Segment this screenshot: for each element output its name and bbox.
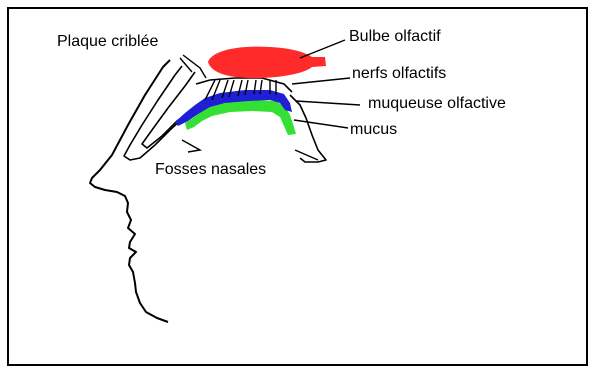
nasal-cavity-right-outline <box>290 95 326 162</box>
label-bulbe-olfactif: Bulbe olfactif <box>349 28 441 45</box>
label-mucus: mucus <box>350 121 397 138</box>
olfactory-bulb <box>208 47 326 79</box>
label-nerfs-olfactifs: nerfs olfactifs <box>352 65 446 82</box>
label-fosses-nasales: Fosses nasales <box>155 161 266 178</box>
label-plaque-criblee: Plaque criblée <box>57 33 159 50</box>
label-muqueuse-olfactive: muqueuse olfactive <box>368 95 506 112</box>
